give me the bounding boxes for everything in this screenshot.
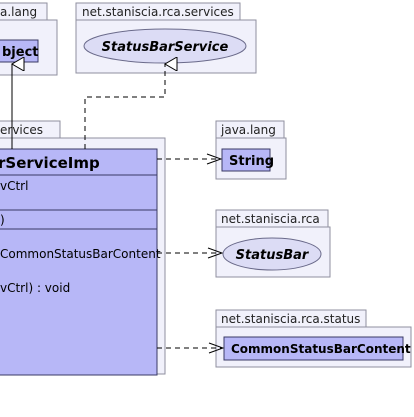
package-rca-statusbar: net.staniscia.rca StatusBar [215, 209, 331, 278]
method-get-content: CommonStatusBarContent [0, 247, 161, 261]
class-box [0, 148, 158, 376]
package-label: net.staniscia.rca.services [82, 5, 234, 19]
realization-statusbarservice [84, 64, 165, 149]
package-label: ervices [0, 123, 43, 137]
attribute-ctrl: vCtrl [0, 179, 28, 193]
interface-statusbarservice-name: StatusBarService [102, 40, 229, 55]
package-label: net.staniscia.rca.status [221, 312, 360, 326]
class-string-name: String [229, 154, 274, 169]
interface-statusbar [222, 237, 322, 271]
class-commonstatusbarcontent [223, 336, 404, 361]
package-java-lang-top: a.lang bject [0, 2, 58, 76]
package-services-interface: net.staniscia.rca.services StatusBarServ… [75, 2, 257, 74]
interface-statusbar-name: StatusBar [236, 248, 310, 263]
package-label: a.lang [0, 5, 37, 19]
method-set-ctrl: vCtrl) : void [0, 281, 70, 295]
class-commonstatusbarcontent-name: CommonStatusBarContent [231, 342, 411, 356]
class-string [221, 148, 271, 172]
package-services-impl: ervices rServiceImp vCtrl ) CommonStatus… [0, 120, 166, 376]
package-java-lang-string: java.lang String [215, 120, 287, 180]
package-label: net.staniscia.rca [221, 212, 320, 226]
class-statusbarserviceimpl: rServiceImp vCtrl ) CommonStatusBarConte… [0, 148, 161, 376]
constructor: ) [0, 213, 5, 227]
class-object-name: bject [2, 45, 39, 60]
package-rca-status: net.staniscia.rca.status CommonStatusBar… [215, 309, 412, 368]
class-name: rServiceImp [0, 154, 100, 172]
package-label: java.lang [220, 123, 276, 137]
